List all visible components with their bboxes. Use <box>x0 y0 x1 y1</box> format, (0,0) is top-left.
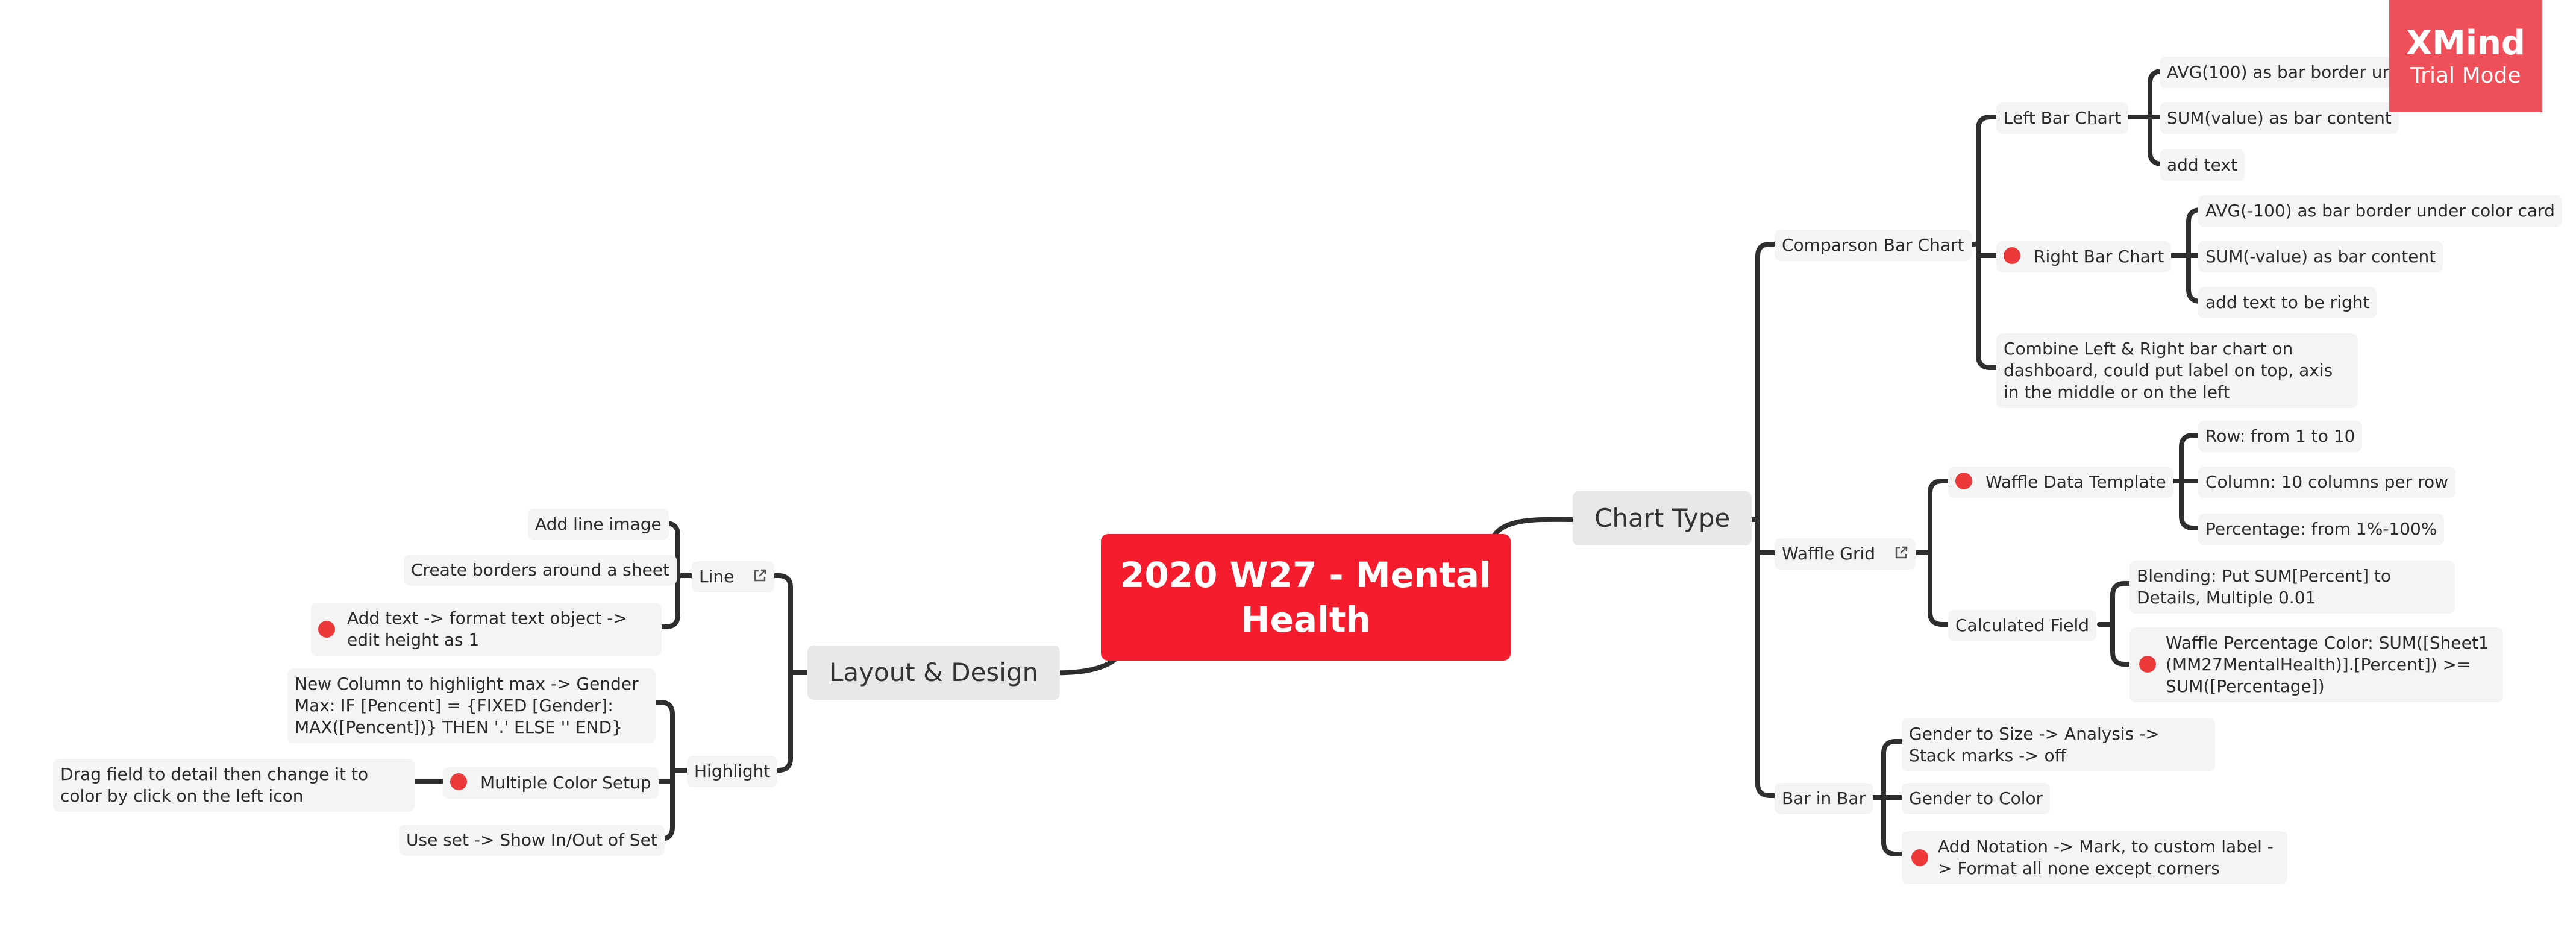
calculated-item-text: Waffle Percentage Color: SUM([Sheet1 (MM… <box>2166 633 2489 696</box>
right-bar-item-text: SUM(-value) as bar content <box>2205 247 2436 266</box>
multiple-color-label: Multiple Color Setup <box>480 773 651 793</box>
external-link-icon[interactable] <box>1894 545 1908 560</box>
waffle-template-item-text: Percentage: from 1%-100% <box>2205 519 2437 539</box>
right-bar-item[interactable]: add text to be right <box>2198 287 2377 318</box>
right-bar-label: Right Bar Chart <box>2034 247 2164 266</box>
bar-in-bar-item[interactable]: Gender to Size -> Analysis -> Stack mark… <box>1902 718 2215 771</box>
highlight-new-column-text: New Column to highlight max -> Gender Ma… <box>295 674 639 737</box>
waffle-template-item-text: Row: from 1 to 10 <box>2205 426 2355 446</box>
topic-waffle-data-template[interactable]: Waffle Data Template <box>1948 467 2173 498</box>
line-item-text: Create borders around a sheet <box>411 560 670 580</box>
left-bar-item[interactable]: SUM(value) as bar content <box>2160 102 2399 134</box>
line-item[interactable]: Add line image <box>528 509 669 540</box>
bar-in-bar-item-text: Add Notation -> Mark, to custom label ->… <box>1938 837 2274 878</box>
topic-chart-type[interactable]: Chart Type <box>1573 491 1752 545</box>
calculated-item-text: Blending: Put SUM[Percent] to Details, M… <box>2137 566 2392 608</box>
topic-combine-note[interactable]: Combine Left & Right bar chart on dashbo… <box>1996 333 2358 408</box>
left-bar-item[interactable]: add text <box>2160 149 2245 181</box>
central-topic-label: 2020 W27 - Mental Health <box>1120 555 1491 640</box>
use-set-text: Use set -> Show In/Out of Set <box>406 830 657 850</box>
combine-note-text: Combine Left & Right bar chart on dashbo… <box>2004 339 2333 402</box>
marker-icon <box>2004 247 2020 264</box>
bar-in-bar-item-text: Gender to Color <box>1909 788 2043 808</box>
right-bar-item-text: add text to be right <box>2205 292 2370 312</box>
topic-left-bar-chart[interactable]: Left Bar Chart <box>1996 102 2129 134</box>
line-item[interactable]: Create borders around a sheet <box>404 555 677 586</box>
right-bar-item-text: AVG(-100) as bar border under color card <box>2205 201 2555 221</box>
topic-layout-design[interactable]: Layout & Design <box>807 646 1061 700</box>
topic-line[interactable]: Line <box>692 561 775 592</box>
marker-icon <box>1955 473 1972 489</box>
layout-design-label: Layout & Design <box>829 658 1039 687</box>
right-bar-item[interactable]: AVG(-100) as bar border under color card <box>2198 195 2562 227</box>
waffle-template-item[interactable]: Column: 10 columns per row <box>2198 467 2455 498</box>
bar-in-bar-item-text: Gender to Size -> Analysis -> Stack mark… <box>1909 724 2160 765</box>
external-link-icon[interactable] <box>753 568 767 583</box>
topic-right-bar-chart[interactable]: Right Bar Chart <box>1996 241 2172 272</box>
bar-in-bar-item[interactable]: Add Notation -> Mark, to custom label ->… <box>1902 831 2287 884</box>
marker-icon <box>318 621 335 638</box>
central-topic[interactable]: 2020 W27 - Mental Health <box>1101 534 1511 661</box>
waffle-template-label: Waffle Data Template <box>1985 472 2166 492</box>
calculated-item[interactable]: Waffle Percentage Color: SUM([Sheet1 (MM… <box>2129 627 2503 702</box>
waffle-template-item[interactable]: Row: from 1 to 10 <box>2198 421 2363 452</box>
line-item-text: Add line image <box>535 514 662 534</box>
line-item-text: Add text -> format text object -> edit h… <box>347 608 627 650</box>
waffle-grid-label: Waffle Grid <box>1782 544 1876 564</box>
comparison-label: Comparson Bar Chart <box>1782 235 1964 255</box>
topic-bar-in-bar[interactable]: Bar in Bar <box>1775 783 1873 814</box>
topic-waffle-grid[interactable]: Waffle Grid <box>1775 538 1916 570</box>
highlight-use-set[interactable]: Use set -> Show In/Out of Set <box>399 825 665 856</box>
marker-icon <box>450 773 467 790</box>
highlight-label: Highlight <box>694 761 771 781</box>
multiple-color-detail-text: Drag field to detail then change it to c… <box>60 764 369 806</box>
left-bar-item-text: add text <box>2167 155 2237 175</box>
topic-multiple-color-setup[interactable]: Multiple Color Setup <box>443 767 659 799</box>
trial-mode-badge[interactable]: XMind Trial Mode <box>2389 0 2542 112</box>
bar-in-bar-item[interactable]: Gender to Color <box>1902 783 2051 814</box>
marker-icon <box>1911 849 1928 866</box>
bar-in-bar-label: Bar in Bar <box>1782 788 1866 808</box>
highlight-new-column[interactable]: New Column to highlight max -> Gender Ma… <box>287 668 656 743</box>
chart-type-label: Chart Type <box>1594 503 1731 533</box>
multiple-color-detail[interactable]: Drag field to detail then change it to c… <box>53 759 415 812</box>
mode-label: Trial Mode <box>2410 63 2521 88</box>
marker-icon <box>2139 656 2156 673</box>
calculated-field-label: Calculated Field <box>1955 615 2090 635</box>
topic-comparison-bar-chart[interactable]: Comparson Bar Chart <box>1775 230 1972 261</box>
waffle-template-item[interactable]: Percentage: from 1%-100% <box>2198 514 2445 545</box>
line-item[interactable]: Add text -> format text object -> edit h… <box>311 603 662 656</box>
line-label: Line <box>699 567 735 586</box>
left-bar-label: Left Bar Chart <box>2004 108 2122 128</box>
left-bar-item-text: SUM(value) as bar content <box>2167 108 2392 128</box>
topic-highlight[interactable]: Highlight <box>687 756 778 787</box>
topic-calculated-field[interactable]: Calculated Field <box>1948 610 2097 641</box>
calculated-item[interactable]: Blending: Put SUM[Percent] to Details, M… <box>2129 561 2455 614</box>
waffle-template-item-text: Column: 10 columns per row <box>2205 472 2448 492</box>
right-bar-item[interactable]: SUM(-value) as bar content <box>2198 241 2443 272</box>
brand-label: XMind <box>2405 24 2526 63</box>
